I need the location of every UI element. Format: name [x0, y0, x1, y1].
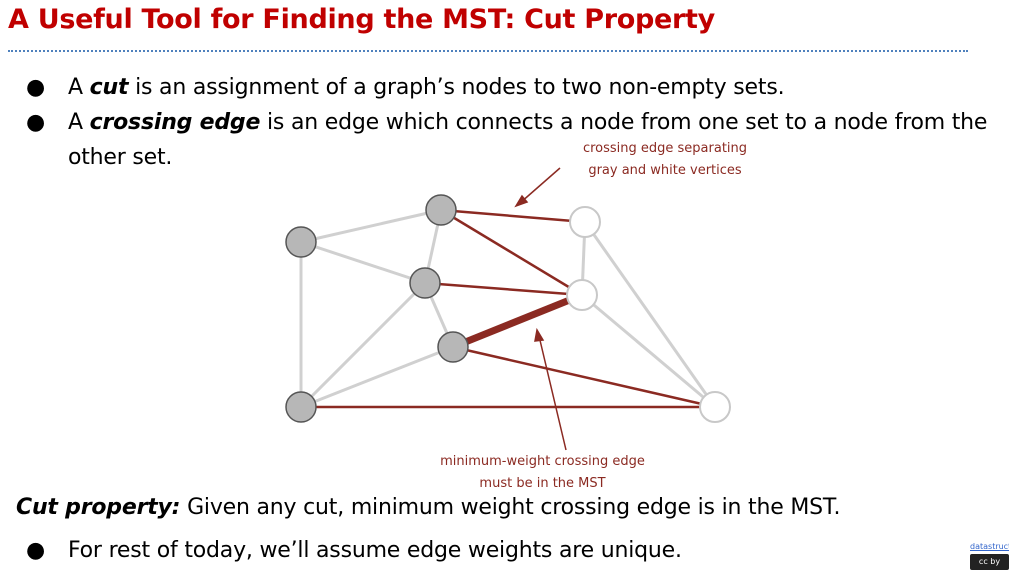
bullet-dot: ● — [26, 538, 46, 563]
min-weight-crossing-edge — [451, 291, 584, 351]
white-node — [569, 206, 601, 238]
title-divider — [8, 50, 968, 52]
arrowhead — [534, 327, 545, 342]
annotation-arrows — [514, 167, 567, 451]
edge — [299, 281, 427, 409]
white-node — [566, 279, 598, 311]
slide-title: A Useful Tool for Finding the MST: Cut P… — [8, 4, 715, 35]
gray-node — [285, 226, 317, 258]
text: is an edge which connects a node from on… — [68, 110, 988, 170]
gray-node — [285, 391, 317, 423]
gray-nodes — [285, 194, 469, 423]
bullet-dot: ● — [26, 75, 46, 100]
crossing-edges — [301, 208, 716, 409]
bullet-unique-weights: For rest of today, we’ll assume edge wei… — [68, 538, 682, 563]
bullet-crossing-edge: A crossing edge is an edge which connect… — [68, 105, 1003, 175]
annotation-line: gray and white vertices — [588, 163, 742, 178]
gray-node — [437, 331, 469, 363]
text: is an assignment of a graph’s nodes to t… — [128, 75, 785, 100]
gray-node — [425, 194, 457, 226]
crossing-edge — [440, 208, 586, 224]
annotation-min-weight: minimum-weight crossing edge must be in … — [420, 451, 665, 495]
gray-node — [409, 267, 441, 299]
text: Given any cut, minimum weight crossing e… — [180, 495, 841, 520]
term-cut: cut — [89, 75, 129, 100]
edge — [583, 221, 717, 408]
bullet-cut: A cut is an assignment of a graph’s node… — [68, 70, 1003, 105]
arrowhead — [514, 194, 529, 208]
edge — [300, 240, 426, 285]
white-nodes — [566, 206, 731, 423]
arrow-top — [519, 167, 561, 204]
text: A — [68, 75, 90, 100]
edge — [300, 208, 442, 244]
crossing-edge — [440, 208, 583, 297]
annotation-line: must be in the MST — [479, 476, 606, 491]
crossing-edge — [452, 345, 716, 409]
gray-edges — [299, 208, 717, 409]
edge — [300, 345, 454, 409]
white-node — [699, 391, 731, 423]
term-crossing-edge: crossing edge — [89, 110, 261, 135]
cut-property-label: Cut property: — [16, 495, 181, 520]
cc-license-badge: cc by — [970, 554, 1009, 570]
text: A — [68, 110, 90, 135]
edge — [581, 293, 716, 409]
annotation-line: crossing edge separating — [582, 141, 748, 156]
arrow-bottom — [538, 335, 567, 451]
annotation-line: minimum-weight crossing edge — [440, 454, 645, 469]
cut-property-statement: Cut property: Given any cut, minimum wei… — [16, 490, 841, 525]
bullet-dot: ● — [26, 110, 46, 135]
annotation-crossing-edge: crossing edge separating gray and white … — [560, 138, 770, 182]
crossing-edge — [424, 281, 583, 297]
footer-link[interactable]: datastructu — [970, 542, 1009, 551]
